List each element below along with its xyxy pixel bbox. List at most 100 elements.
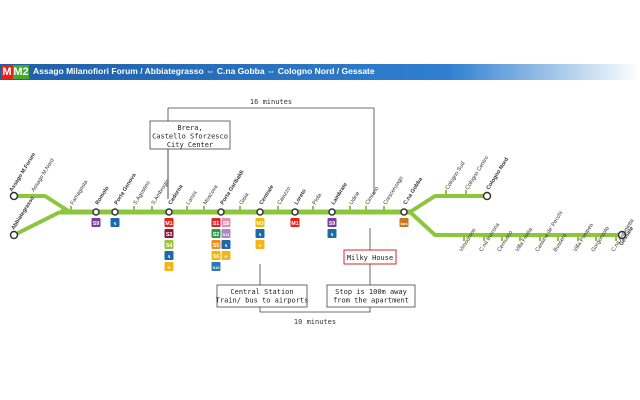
terminus-marker xyxy=(482,191,492,201)
badge-airport xyxy=(255,240,265,249)
badge-s9 xyxy=(91,218,101,227)
apartment-stop-box xyxy=(326,284,416,308)
badge-rail xyxy=(327,229,337,238)
badge-label-m3: M3 xyxy=(256,221,263,227)
station-label-vimodrone: Vimodrone xyxy=(459,227,478,253)
station-label-lambrate: Lambrate xyxy=(331,182,349,206)
badge-label-rail: ↯ xyxy=(258,232,261,237)
badge-label-s11: S11 xyxy=(223,232,231,237)
city-center-text: City Center xyxy=(167,141,213,149)
line-badge: M2 xyxy=(13,65,29,79)
interchange-marker xyxy=(92,208,100,216)
station-label-romolo: Romolo xyxy=(95,185,111,206)
station-label-gioia: Gioia xyxy=(239,191,251,206)
badge-label-s2: S2 xyxy=(213,232,219,238)
station-label-piola: Piola xyxy=(312,192,324,206)
station-label-cologno-sud: Cologno Sud xyxy=(445,161,467,191)
central-station-text: Central Station xyxy=(230,288,293,296)
city-center-text: Brera, xyxy=(177,124,202,132)
city-center-text: Castello Sforzesco xyxy=(152,133,228,141)
badge-m1 xyxy=(164,218,174,227)
track-cologno-branch xyxy=(408,194,487,214)
badge-rail xyxy=(221,240,231,249)
badge-bus xyxy=(399,218,409,227)
terminus-marker xyxy=(9,191,19,201)
track-abbiategrasso-branch xyxy=(13,210,61,237)
apartment-stop-text: from the apartment xyxy=(333,297,409,305)
badge-label-m1: M1 xyxy=(291,221,298,227)
badge-label-s3: S3 xyxy=(166,232,172,238)
terminus-marker xyxy=(9,230,19,240)
badge-rail xyxy=(110,218,120,227)
badge-s8 xyxy=(221,218,231,227)
interchange-marker xyxy=(111,208,119,216)
central-station-box xyxy=(216,284,308,308)
badge-label-s6: S6 xyxy=(213,254,219,260)
badge-s4 xyxy=(164,240,174,249)
top-duration-label: 16 minutes xyxy=(250,98,292,106)
station-label-c-na-gobba: C.na Gobba xyxy=(403,176,425,206)
badge-rail xyxy=(164,251,174,260)
badge-label-rail: ↯ xyxy=(167,254,170,259)
station-label-moscova: Moscova xyxy=(203,183,220,206)
badge-label-airport: ✈ xyxy=(224,254,228,259)
badge-s1 xyxy=(211,218,221,227)
badge-s5 xyxy=(211,240,221,249)
badge-label-s5: S5 xyxy=(213,243,219,249)
badge-label-bus: bus xyxy=(400,221,408,226)
badge-label-s1: S1 xyxy=(213,221,219,227)
city-center-box xyxy=(149,120,231,150)
badge-s11 xyxy=(221,229,231,238)
interchange-marker xyxy=(400,208,408,216)
badge-s6 xyxy=(211,251,221,260)
milky-house-label: Milky House xyxy=(347,254,393,262)
line-header: M M2 Assago Milanofiori Forum / Abbiateg… xyxy=(0,64,640,80)
interchange-marker xyxy=(328,208,336,216)
terminus-marker xyxy=(617,230,627,240)
badge-airport xyxy=(164,262,174,271)
apartment-stop-text: Stop is 100m away xyxy=(335,288,407,296)
badge-label-s8: S8 xyxy=(223,221,229,227)
line-title: Assago Milanofiori Forum / Abbiategrasso… xyxy=(33,66,375,76)
station-label-caiazzo: Caiazzo xyxy=(277,186,293,206)
interchange-marker xyxy=(165,208,173,216)
badge-s3 xyxy=(164,229,174,238)
badge-s2 xyxy=(211,229,221,238)
station-label-assago-m-nord: Assago M.Nord xyxy=(31,158,56,193)
badge-s9 xyxy=(327,218,337,227)
badge-label-m1: M1 xyxy=(165,221,172,227)
station-label-lanza: Lanza xyxy=(186,189,200,206)
station-label-villa-fiorita: Villa Fiorita xyxy=(515,226,535,253)
interchange-marker xyxy=(256,208,264,216)
station-label-s-agostino: S.Agostino xyxy=(133,180,152,206)
badge-airport xyxy=(221,251,231,260)
track-assago-branch xyxy=(14,194,72,214)
badge-label-airport: ✈ xyxy=(258,243,262,248)
station-label-centrale: Centrale xyxy=(259,184,276,206)
station-label-loreto: Loreto xyxy=(294,188,308,206)
badge-label-s9: S9 xyxy=(329,221,335,227)
central-station-text: Train/ bus to airports xyxy=(216,297,309,305)
station-label-gorgonzola: Gorgonzola xyxy=(591,225,612,253)
badge-m3 xyxy=(255,218,265,227)
bottom-duration-label: 10 minutes xyxy=(294,318,336,326)
badge-rail xyxy=(255,229,265,238)
station-label-crescenzago: Crescenzago xyxy=(383,175,405,206)
interchange-marker xyxy=(291,208,299,216)
badge-label-rail: ↯ xyxy=(330,232,333,237)
station-label-cimiano: Cimiano xyxy=(365,186,381,206)
badge-label-s10: S10 xyxy=(212,265,220,270)
badge-label-rail: ↯ xyxy=(113,221,116,226)
track-gessate-branch xyxy=(408,210,622,237)
station-label-cologno-nord: Cologno Nord xyxy=(486,157,511,191)
badge-label-airport: ✈ xyxy=(167,265,171,270)
station-label-famagosta: Famagosta xyxy=(70,179,90,206)
interchange-marker xyxy=(217,208,225,216)
metro-logo: M xyxy=(1,65,13,79)
badge-label-s4: S4 xyxy=(166,243,172,249)
badge-m1 xyxy=(290,218,300,227)
station-label-udine: Udine xyxy=(349,191,362,206)
station-label-cadorna: Cadorna xyxy=(168,183,185,206)
badge-label-s9: S9 xyxy=(93,221,99,227)
